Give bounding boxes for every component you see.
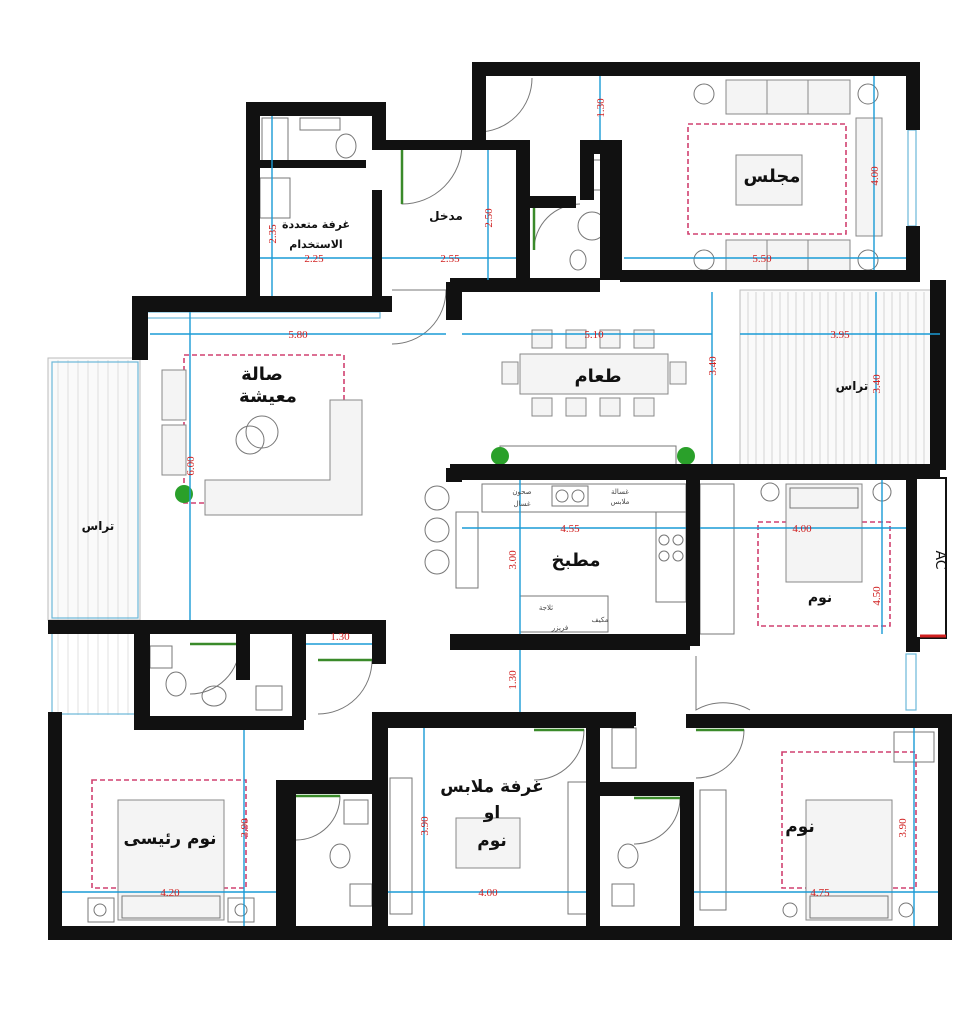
dim-master-w: 4.20 bbox=[160, 887, 180, 899]
label-majlis: مجلس bbox=[744, 166, 801, 187]
majlis-sofas bbox=[693, 79, 883, 275]
label-washer-1: غسالة bbox=[611, 488, 629, 496]
label-freezer: فريزر bbox=[551, 624, 568, 632]
dimension-labels: 1.30 4.00 5.50 2.35 2.25 2.50 2.55 5.80 … bbox=[160, 98, 909, 899]
label-living-2: معيشة bbox=[239, 386, 297, 407]
label-dressing-3: نوم bbox=[477, 831, 507, 851]
dim-entrance-v: 2.50 bbox=[483, 208, 495, 228]
dim-terrace-v: 3.40 bbox=[871, 374, 883, 394]
dim-bath-w: 1.30 bbox=[330, 631, 350, 643]
dim-bed-se-v: 3.90 bbox=[897, 818, 909, 838]
kitchen-labels: صحون غسال غسالة ملابس ثلاجة فريزر مكيف bbox=[512, 488, 629, 632]
label-terrace-east: تراس bbox=[836, 379, 869, 393]
dim-dining-v: 3.40 bbox=[707, 356, 719, 376]
dim-majlis-v: 4.00 bbox=[869, 166, 881, 186]
dim-corridor-v: 1.30 bbox=[507, 670, 519, 690]
label-entrance: مدخل bbox=[429, 209, 463, 223]
label-fridge: ثلاجة bbox=[539, 604, 553, 612]
majlis-rug bbox=[687, 123, 847, 235]
dim-bed-e-w: 4.00 bbox=[792, 523, 812, 535]
terrace-west bbox=[47, 357, 141, 621]
label-bedroom-se: نوم bbox=[785, 817, 815, 837]
dim-living-v: 6.00 bbox=[185, 456, 197, 476]
label-dressing-1: غرفة ملابس bbox=[440, 777, 543, 797]
dim-kitchen-v: 3.00 bbox=[507, 550, 519, 570]
label-multipurpose-2: الاستخدام bbox=[289, 238, 342, 251]
bedroom-east-bed bbox=[699, 482, 892, 635]
master-bed bbox=[87, 799, 255, 923]
dining-table bbox=[499, 329, 687, 467]
dim-majlis-w: 5.50 bbox=[752, 253, 772, 265]
label-ac: AC bbox=[932, 550, 948, 569]
label-dishes: صحون bbox=[512, 488, 531, 496]
room-labels: مجلس مدخل غرفة متعددة الاستخدام صالة معي… bbox=[82, 166, 948, 851]
label-living-1: صالة bbox=[241, 364, 283, 385]
dim-kitchen-w: 4.55 bbox=[560, 523, 580, 535]
dim-multi-w: 2.25 bbox=[304, 253, 324, 265]
dim-terrace-w: 3.95 bbox=[830, 329, 850, 341]
plants bbox=[175, 447, 695, 503]
label-bedroom-east: نوم bbox=[808, 590, 832, 606]
label-microwave: مكيف bbox=[592, 616, 609, 624]
label-terrace-west: تراس bbox=[82, 519, 115, 533]
dim-master-v: 3.90 bbox=[239, 818, 251, 838]
dim-dining-w: 5.10 bbox=[584, 329, 604, 341]
dimension-lines bbox=[62, 76, 940, 926]
dim-bed-se-w: 4.75 bbox=[810, 887, 830, 899]
terrace-west-lower bbox=[57, 630, 129, 715]
dim-dressing-w: 4.00 bbox=[478, 887, 498, 899]
label-master-bedroom: نوم رئيسى bbox=[123, 829, 216, 849]
label-kitchen: مطبخ bbox=[552, 550, 601, 571]
label-sink: غسال bbox=[513, 500, 530, 508]
dim-living-w: 5.80 bbox=[288, 329, 308, 341]
bedroom-se-bed bbox=[699, 731, 935, 921]
label-washer-2: ملابس bbox=[611, 498, 630, 506]
living-sofa bbox=[161, 369, 363, 516]
dim-dressing-v: 3.90 bbox=[419, 816, 431, 836]
dim-entrance-w: 2.55 bbox=[440, 253, 460, 265]
walls bbox=[48, 62, 952, 940]
dim-multi-v: 2.35 bbox=[267, 224, 279, 244]
dressing-furniture bbox=[389, 777, 591, 915]
dim-bed-e-v: 4.50 bbox=[871, 586, 883, 606]
label-multipurpose-1: غرفة متعددة bbox=[282, 218, 350, 231]
label-dining: طعام bbox=[574, 366, 621, 387]
label-dressing-2: او bbox=[483, 803, 500, 823]
dim-majlis-h: 1.30 bbox=[595, 98, 607, 118]
